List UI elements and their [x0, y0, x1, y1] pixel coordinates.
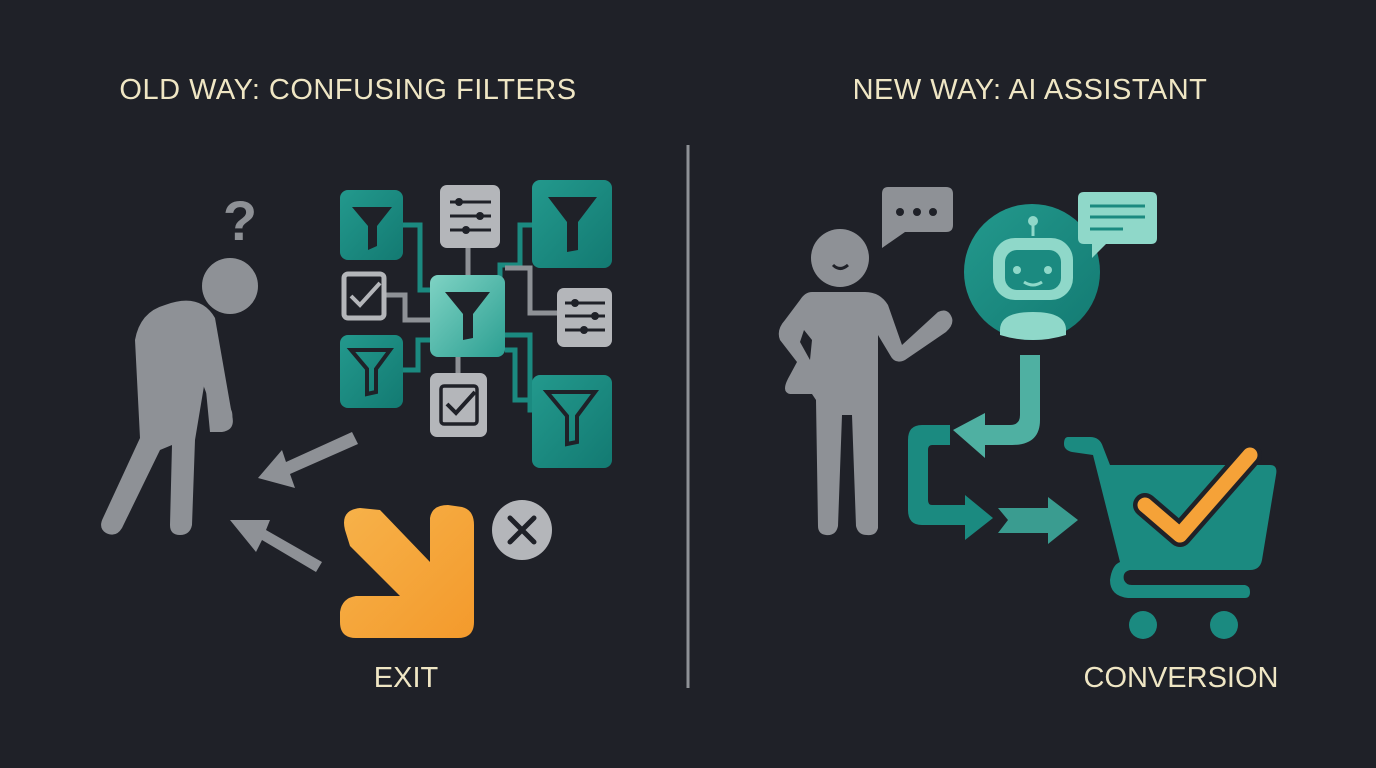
arrow-left-icon — [230, 520, 322, 572]
filter-tile — [532, 375, 612, 468]
checkmark-icon — [1137, 447, 1258, 543]
filter-tile-center — [430, 275, 505, 357]
arrow-left-icon — [258, 432, 358, 488]
flow-arrow-icon — [908, 355, 1078, 544]
sliders-tile — [557, 288, 612, 347]
right-title: NEW WAY: AI ASSISTANT — [853, 74, 1208, 106]
conversion-label: CONVERSION — [1084, 662, 1279, 694]
filter-icon — [548, 197, 597, 252]
filter-tile — [340, 190, 403, 260]
exit-label: EXIT — [374, 662, 439, 694]
confused-person-icon — [101, 258, 258, 535]
happy-person-icon — [778, 229, 953, 536]
speech-bubble-text-icon — [1078, 192, 1157, 258]
checkbox-tile — [341, 271, 387, 321]
robot-icon — [964, 204, 1100, 340]
filter-icon — [346, 348, 394, 397]
filter-icon — [542, 390, 599, 447]
close-circle-icon[interactable] — [492, 500, 552, 560]
filter-tile — [532, 180, 612, 268]
filter-icon — [445, 292, 490, 340]
left-title: OLD WAY: CONFUSING FILTERS — [119, 74, 576, 106]
exit-arrow-icon — [340, 505, 474, 638]
filter-tile — [340, 335, 403, 408]
question-mark-icon: ? — [223, 189, 257, 252]
filter-icon — [352, 207, 392, 250]
checkbox-tile — [430, 373, 487, 437]
filter-connectors — [385, 222, 557, 413]
sliders-tile — [440, 185, 500, 248]
speech-bubble-dots-icon — [882, 187, 953, 248]
